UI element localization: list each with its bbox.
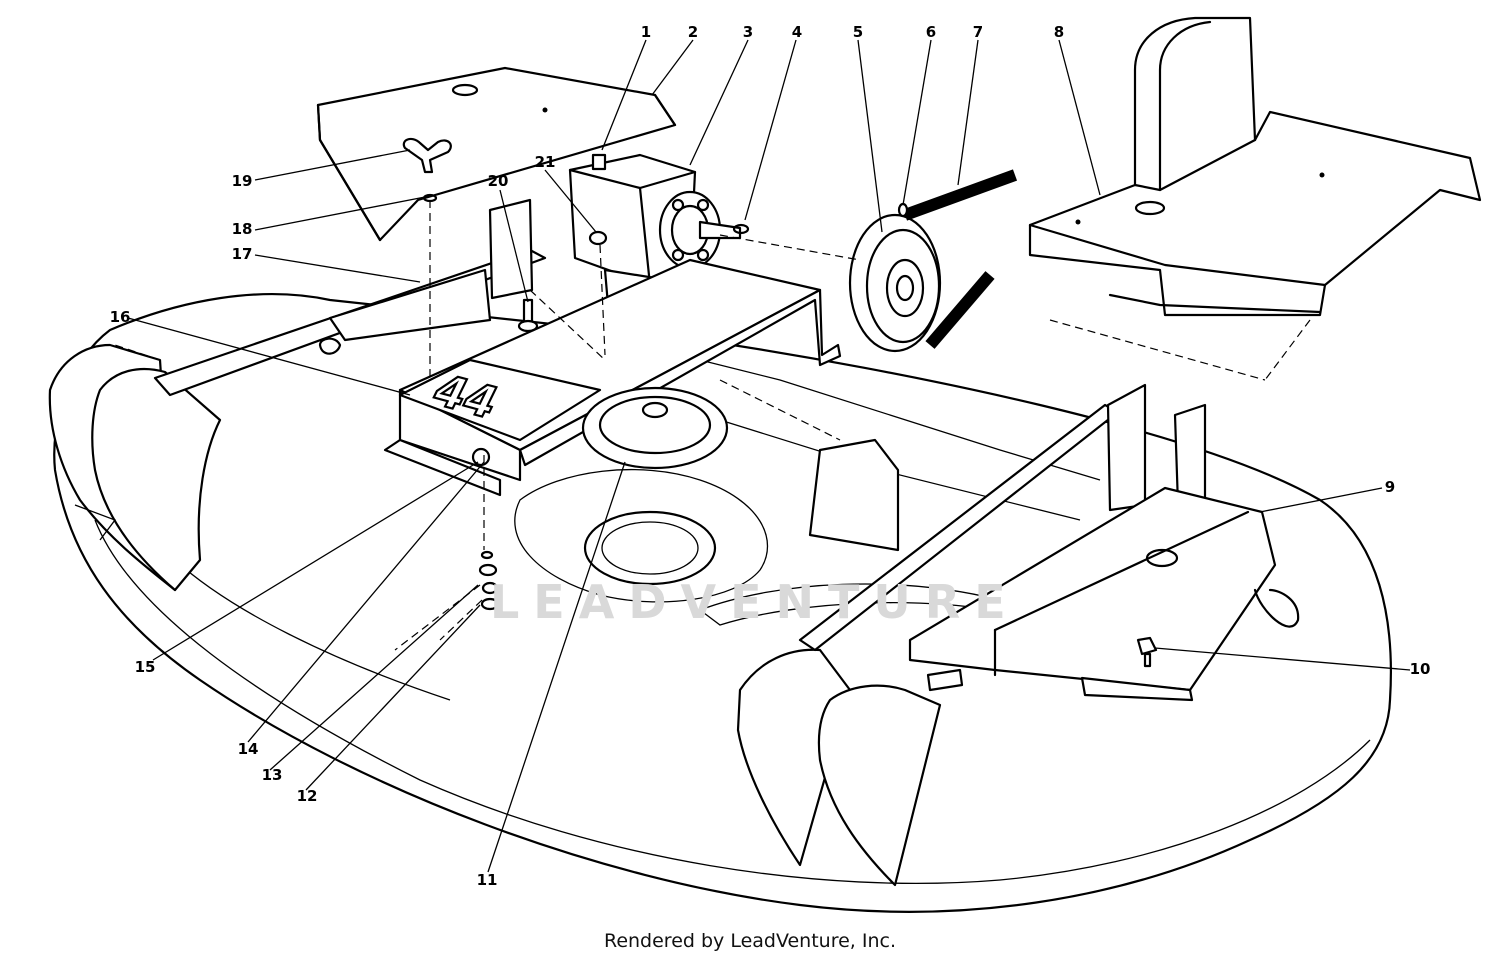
watermark: LEADVENTURE — [490, 575, 1020, 629]
callout-17: 17 — [232, 245, 253, 263]
callout-14: 14 — [238, 740, 259, 758]
leader-lines — [127, 39, 1411, 873]
deck-size-plate: 44 — [383, 358, 602, 497]
support-channel — [153, 198, 547, 397]
callout-19: 19 — [232, 172, 253, 190]
left-discharge-chute — [48, 343, 222, 592]
callout-4: 4 — [792, 23, 802, 41]
right-discharge-chute — [736, 648, 942, 887]
callout-labels: 1 2 3 4 5 6 7 8 9 10 11 12 13 14 15 16 1… — [110, 23, 1431, 889]
callout-6: 6 — [926, 23, 936, 41]
callout-7: 7 — [973, 23, 983, 41]
callout-9: 9 — [1385, 478, 1395, 496]
callout-8: 8 — [1054, 23, 1064, 41]
callout-2: 2 — [688, 23, 698, 41]
v-belt — [902, 169, 1018, 349]
hardware — [402, 137, 1158, 668]
pulley — [848, 213, 942, 353]
callout-11: 11 — [477, 871, 498, 889]
callout-12: 12 — [297, 787, 318, 805]
callout-5: 5 — [853, 23, 863, 41]
callout-16: 16 — [110, 308, 131, 326]
spindle-pulley — [581, 386, 729, 470]
rear-shield — [1028, 16, 1482, 317]
callout-1: 1 — [641, 23, 651, 41]
callout-10: 10 — [1410, 660, 1431, 678]
callout-13: 13 — [262, 766, 283, 784]
callout-18: 18 — [232, 220, 253, 238]
callout-3: 3 — [743, 23, 753, 41]
right-baffle — [798, 383, 1300, 702]
callout-21: 21 — [535, 153, 556, 171]
belt-cover — [316, 66, 677, 242]
callout-15: 15 — [135, 658, 156, 676]
footer-credit: Rendered by LeadVenture, Inc. — [603, 930, 897, 952]
callout-20: 20 — [488, 172, 509, 190]
